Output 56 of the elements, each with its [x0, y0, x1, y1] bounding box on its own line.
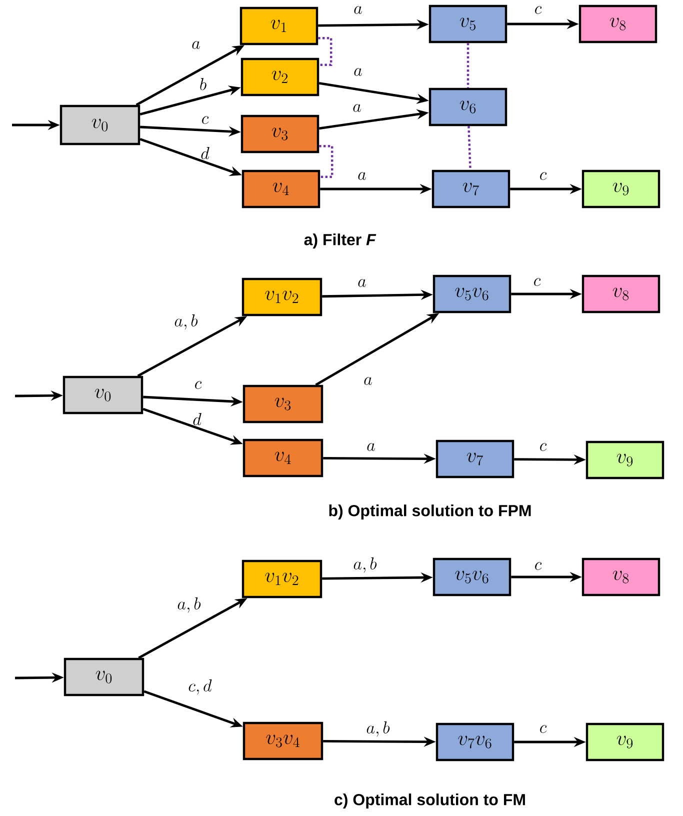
process-box: $v_1$ [240, 6, 318, 46]
process-box: $v_5v_6$ [432, 558, 512, 596]
edge-label: $c$ [540, 725, 547, 733]
process-box: $v_4$ [242, 438, 324, 478]
process-box: $v_7$ [432, 170, 510, 208]
process-box: $v_0$ [64, 658, 144, 696]
connector-line [466, 43, 470, 88]
process-box: $v_0$ [62, 376, 144, 414]
edge-label: $a$ [192, 41, 200, 49]
caption: c) Optimal solution to FM [334, 794, 525, 808]
edge-label: $b$ [200, 78, 206, 90]
process-box: $v_9$ [586, 440, 664, 480]
edge-label: $d$ [201, 147, 210, 160]
caption: a) Filter F [304, 234, 376, 248]
edge-label: $a$ [367, 443, 375, 451]
edge-label: $a, b$ [174, 314, 198, 330]
process-box: $v_7$ [436, 440, 514, 478]
process-box: $v_5$ [428, 4, 508, 44]
edge-label: $c$ [202, 116, 209, 124]
process-box: $v_0$ [60, 104, 140, 146]
process-box: $v_7v_6$ [436, 722, 514, 762]
edge-label: $a, b$ [354, 557, 377, 573]
edge-label: $d$ [193, 413, 202, 426]
process-box: $v_8$ [582, 274, 660, 314]
process-box: $v_9$ [582, 170, 660, 208]
process-box: $v_3v_4$ [242, 722, 324, 760]
process-box: $v_6$ [428, 88, 508, 126]
connector-line [319, 145, 334, 178]
caption: b) Optimal solution to FPM [329, 504, 531, 520]
process-box: $v_2$ [240, 58, 320, 96]
edge-label: $c$ [535, 6, 542, 14]
edge-label: $a$ [358, 172, 366, 180]
edge-label: $a$ [364, 377, 372, 385]
edge-label: $c$ [535, 562, 542, 570]
process-box: $v_8$ [582, 558, 660, 596]
connector-line [468, 126, 472, 170]
edge-label: $a$ [354, 6, 362, 14]
process-box: $v_3$ [242, 384, 324, 424]
edge-label: $c$ [540, 172, 547, 180]
process-box: $v_5v_6$ [432, 274, 512, 314]
edge-label: $c, d$ [188, 679, 212, 695]
process-box: $v_8$ [578, 4, 658, 44]
edge-label: $a, b$ [178, 597, 201, 613]
edge-label: $a$ [358, 279, 366, 287]
edge-label: $a$ [353, 104, 361, 112]
process-box: $v_1v_2$ [242, 278, 322, 316]
process-box: $v_9$ [586, 722, 664, 762]
connector-line [318, 37, 332, 66]
edge-label: $c$ [534, 278, 541, 286]
edge-label: $c$ [540, 443, 547, 451]
edge-label: $a, b$ [366, 721, 390, 737]
edge-label: $a$ [354, 68, 362, 76]
process-box: $v_1v_2$ [242, 560, 322, 598]
process-box: $v_4$ [242, 170, 320, 208]
process-box: $v_3$ [240, 114, 320, 154]
edge-label: $c$ [195, 381, 202, 389]
